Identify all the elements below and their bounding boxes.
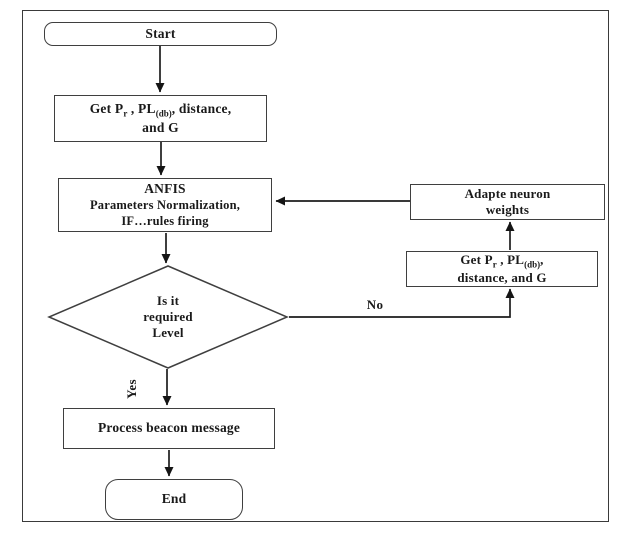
node-get-params: Get Pr , PL(db), distance, and G xyxy=(54,95,267,142)
node-adapt-line2: weights xyxy=(485,202,530,217)
node-end: End xyxy=(105,479,243,520)
node-start-label: Start xyxy=(145,25,176,41)
node-get-params-loop-line2: distance, and G xyxy=(457,270,547,286)
decision-diamond xyxy=(47,265,289,369)
edge-label-yes: Yes xyxy=(124,379,139,399)
node-process-beacon: Process beacon message xyxy=(63,408,275,449)
node-end-label: End xyxy=(161,491,187,507)
edge-label-no: No xyxy=(366,297,384,312)
node-get-params-loop: Get Pr , PL(db), distance, and G xyxy=(406,251,598,287)
node-process-label: Process beacon message xyxy=(97,420,241,436)
decision-line3: Level xyxy=(152,325,184,340)
diagram-border-frame xyxy=(22,10,609,522)
node-decision-label: Is it required Level xyxy=(103,293,233,341)
node-get-params-line1: Get Pr , PL(db), distance, xyxy=(89,101,232,119)
node-anfis-line2: Parameters Normalization, xyxy=(89,197,241,212)
node-start: Start xyxy=(44,22,277,46)
node-anfis: ANFIS Parameters Normalization, IF…rules… xyxy=(58,178,272,232)
node-anfis-title: ANFIS xyxy=(144,180,186,196)
node-adapt-line1: Adapte neuron xyxy=(464,186,551,202)
decision-line1: Is it xyxy=(156,293,180,308)
node-get-params-line2: and G xyxy=(142,119,179,135)
node-get-params-loop-line1: Get Pr , PL(db), xyxy=(460,252,544,270)
node-adapt-weights: Adapte neuron weights xyxy=(410,184,605,220)
arrow-decision-no-to-get-loop xyxy=(289,288,515,318)
decision-line2: required xyxy=(143,309,193,324)
node-anfis-line3: IF…rules firing xyxy=(121,214,209,229)
